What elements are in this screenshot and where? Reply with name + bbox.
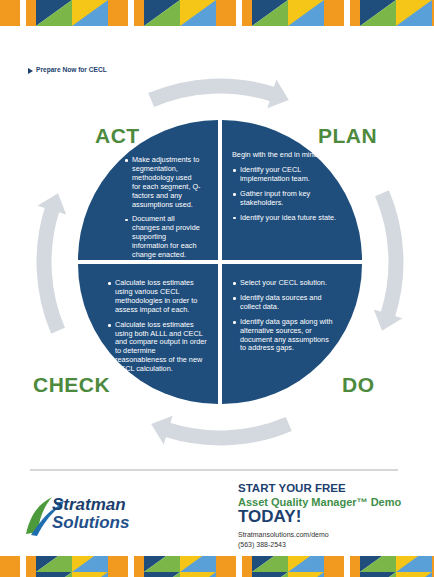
- bullet-dot: [233, 297, 236, 300]
- bullet-item: Identify data sources and collect data.: [232, 294, 334, 312]
- promo-text: Stratmansolutions.com/demo: [238, 531, 418, 539]
- bullet-text: Document all changes and provide support…: [132, 214, 200, 259]
- phase-heading: ACT: [95, 125, 140, 147]
- bullet-dot: [125, 159, 128, 162]
- quadrant-body: Select your CECL solution. Identify data …: [232, 279, 334, 359]
- arrow-arc: [167, 424, 289, 438]
- cycle-arrow: [151, 416, 289, 445]
- diagram-title: Prepare Now for CECL: [36, 66, 236, 73]
- bullet-text: Calculate loss estimates using various C…: [115, 278, 197, 314]
- arrow-head: [38, 193, 67, 214]
- bullet-item: Select your CECL solution.: [232, 279, 334, 288]
- arrow-head: [151, 416, 172, 445]
- quadrant-body: Calculate loss estimates using various C…: [107, 279, 207, 380]
- quadrant-fill: [78, 120, 218, 260]
- quadrant-body: Begin with the end in mind: Identify your…: [232, 151, 340, 228]
- cycle-quadrant: PLANBegin with the end in mind:Identify …: [222, 120, 362, 260]
- bullet-dot: [125, 219, 128, 222]
- bullet-dot: [233, 282, 236, 285]
- arrow-head: [267, 80, 288, 109]
- divider-line: [30, 470, 398, 471]
- bullet-dot: [233, 193, 236, 196]
- cycle-quadrant: CHECKCalculate loss estimates using vari…: [78, 264, 218, 404]
- promo-text: START YOUR FREE: [238, 482, 418, 495]
- bullet-item: Identify your idea future state.: [232, 214, 340, 223]
- quadrant-fill: [222, 264, 362, 404]
- bottom-band: [0, 556, 434, 577]
- bullet-text: Make adjustments to segmentation, method…: [132, 155, 201, 209]
- bullet-text: Gather input from key stakeholders.: [240, 189, 310, 207]
- bullet-item: Document all changes and provide support…: [124, 215, 202, 260]
- bullet-item: Gather input from key stakeholders.: [232, 190, 340, 208]
- bullet-item: Calculate loss estimates using both ALLL…: [107, 321, 207, 374]
- intro-text: Begin with the end in mind:: [232, 151, 340, 160]
- bullet-text: Select your CECL solution.: [240, 278, 327, 287]
- arrow-arc: [382, 193, 396, 315]
- title-marker: [28, 68, 33, 74]
- arrow-head: [374, 309, 403, 330]
- bullet-text: Calculate loss estimates using both ALLL…: [115, 320, 207, 374]
- top-band: [0, 0, 434, 26]
- bullet-text: Identify your idea future state.: [240, 213, 336, 222]
- cycle-quadrant: ACT Make adjustments to segmentation, met…: [78, 120, 218, 260]
- cycle-arrow: [151, 80, 289, 109]
- bullet-text: Identify your CECL implementation team.: [240, 165, 310, 183]
- logo-text: Stratman: [52, 496, 172, 515]
- bullet-item: Identify data gaps along with alternativ…: [232, 318, 334, 354]
- promo-text: (563) 388-2543: [238, 541, 418, 549]
- cycle-arrow: [374, 193, 403, 331]
- bullet-dot: [233, 217, 236, 220]
- quadrant-body: Make adjustments to segmentation, method…: [124, 156, 202, 266]
- phase-heading: CHECK: [33, 374, 110, 396]
- cycle-quadrant: DOSelect your CECL solution.Identify dat…: [222, 264, 362, 404]
- cycle-arrow: [38, 193, 67, 331]
- bullet-dot: [233, 169, 236, 172]
- bullet-text: Identify data gaps along with alternativ…: [240, 317, 333, 353]
- bullet-dot: [108, 282, 111, 285]
- promo-text: Asset Quality Manager™ Demo: [238, 496, 428, 508]
- phase-heading: DO: [342, 374, 375, 396]
- bullet-item: Calculate loss estimates using various C…: [107, 279, 207, 315]
- arrow-arc: [44, 209, 58, 331]
- logo-text: Solutions: [52, 514, 172, 533]
- bullet-dot: [233, 321, 236, 324]
- bullet-item: Make adjustments to segmentation, method…: [124, 156, 202, 209]
- bullet-dot: [108, 324, 111, 327]
- promo-text: TODAY!: [238, 508, 418, 527]
- bullet-text: Identify data sources and collect data.: [240, 293, 322, 311]
- bullet-item: Identify your CECL implementation team.: [232, 166, 340, 184]
- phase-heading: PLAN: [318, 125, 377, 147]
- arrow-arc: [151, 86, 273, 100]
